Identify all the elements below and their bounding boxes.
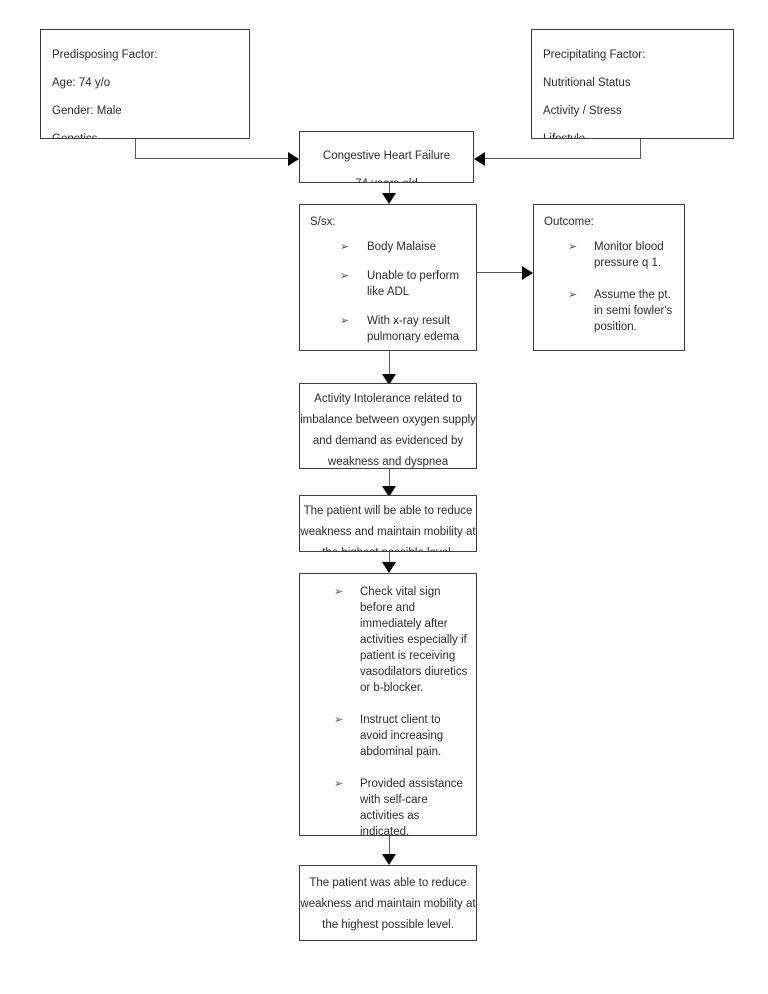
intervention-item-0: Check vital sign before and immediately …	[360, 586, 468, 694]
outcome-item-0: Monitor blood pressure q 1.	[594, 241, 664, 269]
outcome-list: ➢ Monitor blood pressure q 1. ➢ Assume t…	[544, 239, 678, 335]
arrow-bullet-icon: ➢	[340, 241, 350, 253]
list-item: ➢ Monitor blood pressure q 1.	[568, 239, 678, 271]
list-item: ➢ With x-ray result pulmonary edema	[340, 313, 470, 345]
predisposing-line-1: Age: 74 y/o	[52, 77, 111, 89]
arrow-bullet-icon: ➢	[568, 289, 578, 301]
connector-goal-to-interventions	[389, 552, 390, 568]
connector-interventions-to-evaluation	[389, 836, 390, 858]
outcome-heading: Outcome:	[544, 216, 594, 228]
connector-precipitating-horizontal	[485, 158, 641, 159]
arrowhead-chf-to-ssx	[382, 193, 396, 204]
signs-and-symptoms-box: S/sx: ➢ Body Malaise ➢ Unable to perform…	[299, 204, 477, 351]
goal-text: The patient will be able to reduce weakn…	[300, 505, 476, 551]
predisposing-line-3: Genetics	[52, 133, 98, 139]
predisposing-line-2: Gender: Male	[52, 105, 122, 117]
arrow-bullet-icon: ➢	[334, 778, 344, 790]
precipitating-line-2: Activity / Stress	[543, 105, 622, 117]
arrow-bullet-icon: ➢	[334, 586, 344, 598]
list-item: ➢ Body Malaise	[340, 239, 470, 255]
predisposing-factor-box: Predisposing Factor: Age: 74 y/o Gender:…	[40, 29, 250, 139]
outcome-item-1: Assume the pt. in semi fowler's position…	[594, 289, 673, 333]
outcome-box: Outcome: ➢ Monitor blood pressure q 1. ➢…	[533, 204, 685, 351]
evaluation-text: The patient was able to reduce weakness …	[300, 877, 476, 931]
list-item: ➢ Instruct client to avoid increasing ab…	[334, 712, 470, 760]
ssx-item-0: Body Malaise	[367, 241, 437, 253]
arrowhead-goal-to-interventions	[382, 562, 396, 573]
ssx-list: ➢ Body Malaise ➢ Unable to perform like …	[310, 239, 470, 345]
ssx-item-1: Unable to perform like ADL	[367, 270, 460, 298]
precipitating-factor-box: Precipitating Factor: Nutritional Status…	[531, 29, 734, 139]
connector-precipitating-vertical	[640, 138, 641, 158]
ssx-item-2: With x-ray result pulmonary edema	[367, 315, 460, 343]
arrowhead-predisposing-to-chf	[288, 152, 299, 166]
arrowhead-interventions-to-evaluation	[382, 854, 396, 865]
precipitating-line-0: Precipitating Factor:	[543, 49, 646, 61]
evaluation-box: The patient was able to reduce weakness …	[299, 865, 477, 941]
interventions-box: ➢ Check vital sign before and immediatel…	[299, 573, 477, 836]
list-item: ➢ Provided assistance with self-care act…	[334, 776, 470, 836]
connector-ssx-to-diagnosis	[389, 351, 390, 376]
nursing-diagnosis-box: Activity Intolerance related to imbalanc…	[299, 383, 477, 469]
intervention-item-2: Provided assistance with self-care activ…	[360, 778, 463, 836]
precipitating-line-1: Nutritional Status	[543, 77, 631, 89]
arrowhead-ssx-to-outcome	[522, 266, 533, 280]
interventions-list: ➢ Check vital sign before and immediatel…	[310, 584, 470, 836]
list-item: ➢ Unable to perform like ADL	[340, 268, 470, 300]
arrow-bullet-icon: ➢	[568, 241, 578, 253]
congestive-heart-failure-box: Congestive Heart Failure 74 years old	[299, 131, 474, 183]
arrow-bullet-icon: ➢	[334, 714, 344, 726]
list-item: ➢ Assume the pt. in semi fowler's positi…	[568, 287, 678, 335]
precipitating-line-3: Lifestyle	[543, 133, 586, 139]
arrow-bullet-icon: ➢	[340, 270, 350, 282]
connector-diagnosis-to-goal	[389, 469, 390, 488]
arrowhead-diagnosis-to-goal	[382, 486, 396, 497]
predisposing-line-0: Predisposing Factor:	[52, 49, 158, 61]
list-item: ➢ Check vital sign before and immediatel…	[334, 584, 470, 696]
diagnosis-text: Activity Intolerance related to imbalanc…	[300, 393, 476, 468]
chf-title: Congestive Heart Failure	[322, 150, 451, 162]
chf-age: 74 years old	[300, 170, 473, 182]
intervention-item-1: Instruct client to avoid increasing abdo…	[360, 714, 444, 758]
connector-chf-to-ssx	[389, 183, 390, 195]
ssx-heading: S/sx:	[310, 216, 336, 228]
goal-box: The patient will be able to reduce weakn…	[299, 495, 477, 552]
connector-predisposing-vertical	[135, 138, 136, 158]
arrow-bullet-icon: ➢	[340, 315, 350, 327]
connector-ssx-to-outcome	[477, 272, 523, 273]
arrowhead-precipitating-to-chf	[474, 152, 485, 166]
connector-predisposing-horizontal	[135, 158, 288, 159]
arrowhead-ssx-to-diagnosis	[382, 374, 396, 385]
